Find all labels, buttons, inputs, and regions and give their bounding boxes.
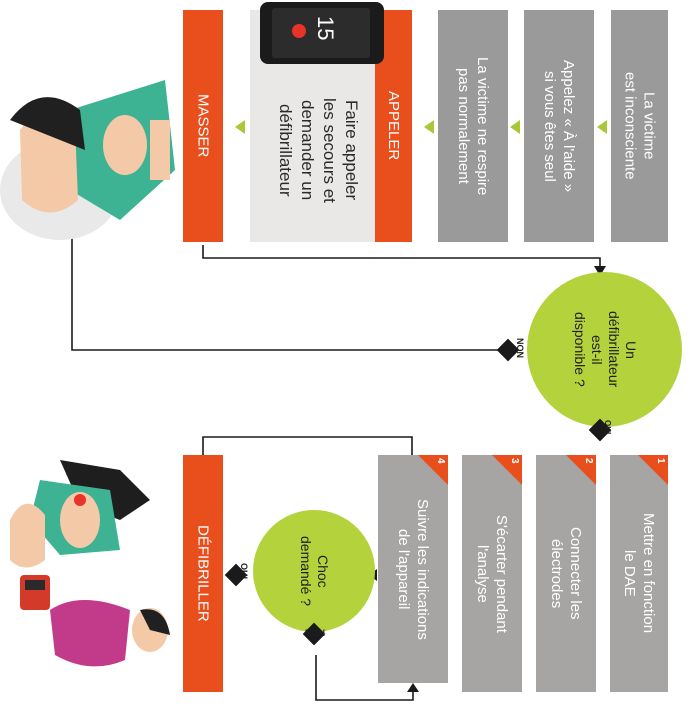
decision-oui-label: OUI	[603, 420, 612, 435]
dae-step-3-number: 3	[509, 458, 520, 464]
dae-step-2-text: Connecter les électrodes	[548, 527, 584, 620]
dae-step-3-box	[462, 455, 522, 692]
decision-question: Un défibrillateur est-il disponible ?	[572, 311, 639, 388]
defibriller-label: DÉFIBRILLER	[194, 525, 212, 622]
cpr-illustration	[0, 80, 175, 240]
dae-step-3-text: S'écarter pendant l'analyse	[474, 514, 510, 633]
choc-circle	[253, 510, 375, 632]
choc-oui-label: OUI	[239, 563, 249, 580]
dae-step-1-badge	[638, 455, 668, 485]
masser-label: MASSER	[194, 94, 212, 158]
dae-step-4-text: Suivre les indications de l'appareil	[395, 498, 431, 640]
decision-non-label: NON	[515, 338, 525, 358]
dae-step-2-number: 2	[583, 458, 594, 464]
step-appelez-aide-box	[524, 10, 594, 242]
appeler-title: APPELER	[385, 91, 402, 161]
phone-image: 15	[260, 2, 384, 64]
masser-box	[183, 10, 223, 242]
arrow-to-decision	[594, 266, 606, 276]
dae-step-2-box	[536, 455, 596, 692]
phone-call-icon	[292, 24, 306, 38]
dae-step-2-badge	[566, 455, 596, 485]
dae-step-1-number: 1	[655, 458, 666, 464]
defibriller-box	[183, 455, 223, 692]
green-arrow-4	[235, 120, 245, 134]
choc-question: Choc demandé ?	[298, 535, 331, 607]
phone-screen	[272, 8, 370, 58]
step-victime-inconsciente-box	[611, 10, 668, 242]
step-victime-inconsciente: La victime est inconsciente	[621, 72, 658, 180]
decision-circle	[527, 272, 682, 427]
step-respire-pas: La victime ne respire pas normalement	[455, 56, 491, 196]
green-arrow-1	[597, 120, 607, 134]
green-arrow-2	[510, 120, 520, 134]
appeler-description: Faire appeler les secours et demander un…	[276, 97, 361, 203]
step-respire-pas-box	[438, 10, 508, 242]
phone-number: 15	[313, 16, 338, 41]
dae-step-1-box	[610, 455, 668, 692]
connector-choc-non-to-step4	[315, 655, 414, 701]
dae-step-3-badge	[492, 455, 522, 485]
connector-non-to-masser	[71, 215, 505, 351]
step-appelez-aide: Appelez « À l'aide » si vous êtes seul	[541, 59, 577, 193]
choc-non-label: NON	[305, 628, 325, 638]
arrow-to-step4	[407, 683, 419, 692]
dae-step-4-badge	[418, 455, 448, 485]
defibrillation-illustration	[10, 460, 170, 667]
connector-masser-to-decision	[202, 245, 601, 270]
dae-step-4-box	[378, 455, 448, 683]
dae-step-4-number: 4	[435, 458, 446, 464]
connector-defibriller-to-step4	[202, 436, 413, 455]
green-arrow-3	[424, 120, 434, 134]
dae-step-1-text: Mettre en fonction le DAE	[621, 513, 657, 634]
